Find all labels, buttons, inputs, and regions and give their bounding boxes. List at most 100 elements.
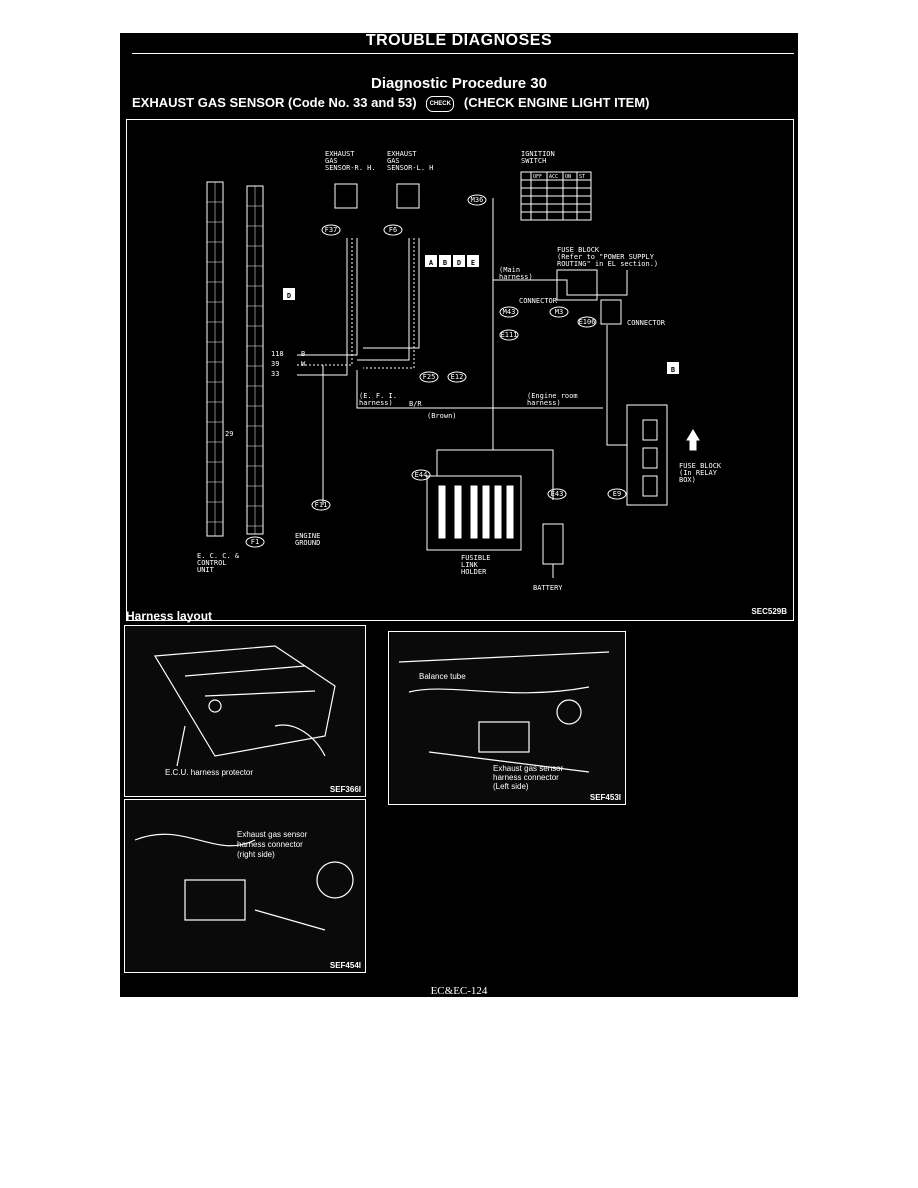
photo-code-2: SEF453I [589, 793, 621, 802]
fuse-block-label-3: ROUTING" in EL section.) [557, 260, 658, 268]
callout-ecu-protector: E.C.U. harness protector [165, 768, 254, 777]
main-harness-label-2: harness) [499, 273, 533, 281]
photo-code-3: SEF454I [329, 961, 361, 970]
fuse-block-label-1: FUSE BLOCK [557, 246, 600, 254]
efi-harness-label-1: (E. F. I. [359, 392, 397, 400]
engine-room-label-1: (Engine room [527, 392, 578, 400]
conn-e9: E9 [613, 490, 621, 498]
wire-br-label: B/R [409, 400, 422, 408]
conn-f37: F37 [325, 226, 338, 234]
page-number: EC&EC-124 [430, 985, 488, 997]
subtitle-right: (CHECK ENGINE LIGHT ITEM) [463, 95, 650, 110]
conn-f6: F6 [389, 226, 397, 234]
fusible-label-1: FUSIBLE [461, 554, 491, 562]
fusible-label-2: LINK [461, 561, 479, 569]
subtitle-left: EXHAUST GAS SENSOR (Code No. 33 and 53) [132, 95, 417, 110]
box-b: B [443, 259, 447, 267]
conn-e12: E12 [451, 373, 464, 381]
callout-right-sensor-3: (right side) [237, 850, 275, 859]
callout-right-sensor-2: harness connector [237, 840, 303, 849]
conn-e44: E44 [415, 471, 428, 479]
callout-right-sensor-1: Exhaust gas sensor [237, 830, 308, 839]
fusible-label-3: HOLDER [461, 568, 487, 576]
photo-code-1: SEF366I [329, 785, 361, 794]
sensor-lh-label-1: EXHAUST [387, 150, 417, 158]
wiring-diagram: A B D E D B EXHAUST GAS SENSOR-R. H. EXH… [126, 119, 794, 621]
pin-118-label: 118 [271, 350, 284, 358]
procedure-subtitle: EXHAUST GAS SENSOR (Code No. 33 and 53) … [132, 95, 649, 112]
wiring-diagram-svg: A B D E D B EXHAUST GAS SENSOR-R. H. EXH… [197, 150, 722, 592]
pin-39-label: 39 [271, 360, 279, 368]
photo-ecu-harness: E.C.U. harness protector SEF366I [124, 625, 366, 797]
procedure-title: Diagnostic Procedure 30 [371, 75, 547, 92]
conn-f25: F25 [423, 373, 436, 381]
relay-fuse-block [626, 404, 668, 506]
main-harness-label-1: (Main [499, 266, 520, 274]
efi-harness-label-2: harness) [359, 399, 393, 407]
conn-m36: M36 [471, 196, 484, 204]
sensor-lh-label-3: SENSOR-L. H [387, 164, 433, 172]
box-a: A [429, 259, 434, 267]
callout-left-sensor-3: (Left side) [493, 782, 529, 791]
sensor-rh-label-1: EXHAUST [325, 150, 355, 158]
wire-w-label-1: W [301, 360, 306, 368]
check-engine-icon: CHECK [426, 95, 455, 112]
front-arrow-icon [686, 429, 700, 441]
ecu-label-3: UNIT [197, 566, 215, 574]
brown-label: (Brown) [427, 412, 457, 420]
fusible-link-holder-box [426, 475, 522, 551]
ign-acc: ACC [549, 174, 558, 180]
callout-left-sensor-1: Exhaust gas sensor [493, 764, 564, 773]
ign-on: ON [565, 174, 571, 180]
sensor-rh-body [334, 183, 358, 209]
box-d-left: D [287, 292, 291, 300]
sensor-lh-body [396, 183, 420, 209]
relay-fuse-label-2: (In RELAY [679, 469, 718, 477]
engine-ground-label-1: ENGINE [295, 532, 320, 540]
pin-33-label: 33 [271, 370, 279, 378]
conn-e111: E111 [501, 331, 518, 339]
header-title: TROUBLE DIAGNOSES [365, 33, 553, 49]
conn-e43: E43 [551, 490, 564, 498]
ignition-label-1: IGNITION [521, 150, 555, 158]
wire-rh-signal [297, 238, 348, 376]
relay-fuse-label-3: BOX) [679, 476, 696, 484]
engine-room-label-2: harness) [527, 399, 561, 407]
photo-left-svg [398, 651, 610, 773]
photo-right-svg [134, 833, 354, 931]
box-e: E [471, 259, 475, 267]
fuse-block-top [556, 269, 598, 301]
box-b-right: B [671, 366, 675, 374]
header-rule [132, 53, 794, 54]
harness-layout-title: Harness layout [126, 609, 213, 623]
diagram-code: SEC529B [751, 607, 787, 616]
battery-symbol [542, 523, 564, 565]
pin-29-label: 29 [225, 430, 233, 438]
ecu-label-2: CONTROL [197, 559, 227, 567]
battery-label: BATTERY [533, 584, 563, 592]
box-d: D [457, 259, 461, 267]
wire-br-main [356, 370, 603, 409]
sensor-rh-label-3: SENSOR-R. H. [325, 164, 376, 172]
ignition-label-2: SWITCH [521, 157, 546, 165]
ign-st: ST [579, 174, 585, 180]
sensor-lh-label-2: GAS [387, 157, 400, 165]
conn-e106: E106 [579, 318, 596, 326]
fuse-block-label-2: (Refer to "POWER SUPPLY [557, 253, 655, 261]
photo-ecu-svg [153, 645, 336, 767]
engine-ground-label-2: GROUND [295, 539, 320, 547]
ign-off: OFF [533, 174, 542, 180]
conn-m3: M3 [555, 308, 563, 316]
conn-m43: M43 [503, 308, 516, 316]
ecu-label-1: E. C. C. & [197, 552, 240, 560]
sensor-rh-label-2: GAS [325, 157, 338, 165]
connector-label-2: CONNECTOR [627, 319, 666, 327]
photo-right-sensor: Exhaust gas sensor harness connector (ri… [124, 799, 366, 973]
connector-label-1: CONNECTOR [519, 297, 558, 305]
conn-f1: F1 [251, 538, 259, 546]
callout-balance-tube: Balance tube [419, 672, 466, 681]
service-manual-page: TROUBLE DIAGNOSES Diagnostic Procedure 3… [120, 33, 798, 997]
photo-left-sensor: Balance tube Exhaust gas sensor harness … [388, 631, 626, 805]
relay-fuse-label-1: FUSE BLOCK [679, 462, 722, 470]
callout-left-sensor-2: harness connector [493, 773, 559, 782]
